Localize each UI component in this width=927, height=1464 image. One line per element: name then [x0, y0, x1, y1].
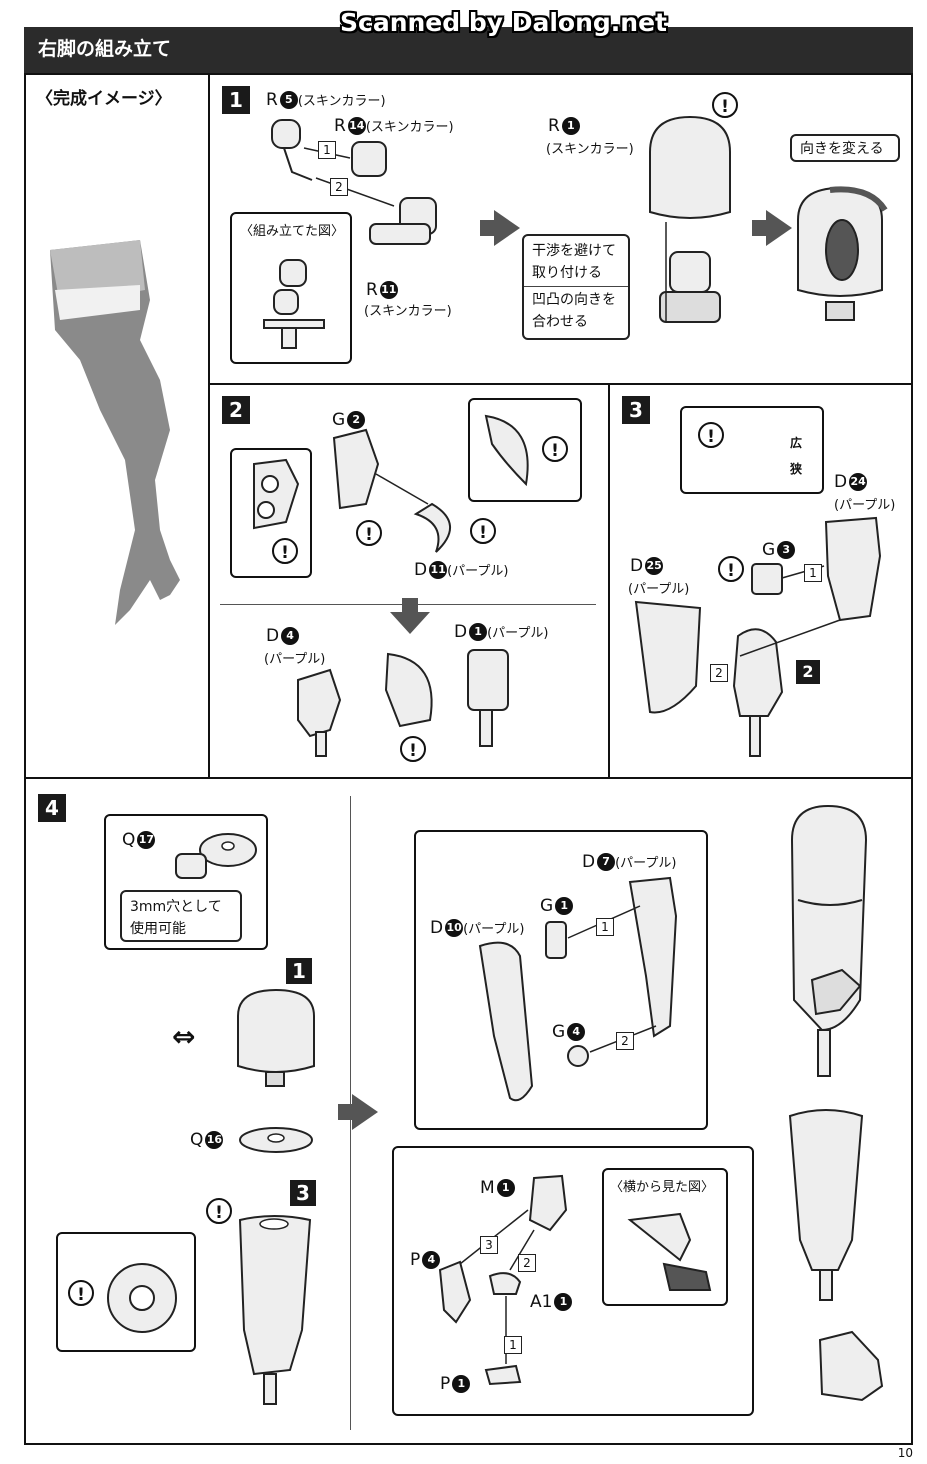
step1-substep-2: 2: [330, 178, 348, 196]
section-header-bar: [24, 27, 913, 75]
scanner-watermark: Scanned by Dalong.net: [340, 8, 668, 37]
step4-flow-arrow: [338, 1094, 378, 1130]
caution-icon: !: [272, 538, 298, 564]
step2-d4-color: (パープル): [264, 652, 326, 667]
page-number: 10: [897, 1446, 913, 1460]
caution-icon: !: [470, 518, 496, 544]
step1-number: 1: [222, 86, 250, 114]
step3-d25-color: (パープル): [628, 582, 690, 597]
step4-side-view-box: 〈横から見た図〉: [602, 1168, 728, 1306]
step4-substep-b1: 1: [504, 1336, 522, 1354]
step4-q16-washer-drawing: [239, 1127, 313, 1153]
step4-hole-detail-box: !: [56, 1232, 196, 1352]
step4-number: 4: [38, 794, 66, 822]
step2-parts-drawing: [253, 414, 529, 553]
caution-icon: !: [542, 436, 568, 462]
step1-r1-color: (スキンカラー): [546, 142, 634, 157]
step1-thigh-cap-drawing: [649, 115, 731, 323]
preview-label: 〈完成イメージ〉: [36, 89, 172, 109]
step1-substep-1: 1: [318, 141, 336, 159]
step3-wide-label: 広: [790, 436, 803, 450]
step1-note-box: 干渉を避けて 取り付ける 凹凸の向きを 合わせる: [522, 234, 630, 340]
caution-icon: !: [206, 1198, 232, 1224]
step1-rotate-label: 向きを変える: [800, 141, 884, 157]
step3-number: 3: [622, 396, 650, 424]
step4-substep-b3: 3: [480, 1236, 498, 1254]
step4-side-view-drawing: [627, 1212, 712, 1291]
step2-number: 2: [222, 396, 250, 424]
step4-hole-note: 3mm穴として 使用可能: [120, 890, 242, 942]
step1-rotated-cap-drawing: [797, 186, 888, 321]
step4-thigh-drawing: [237, 988, 315, 1087]
step4-hole-line1: 3mm穴として: [130, 899, 222, 915]
step2-flow-arrow: [390, 598, 430, 634]
step4-side-view-label: 〈横から見た図〉: [610, 1180, 715, 1195]
caution-icon: !: [400, 736, 426, 762]
caution-icon: !: [356, 520, 382, 546]
step2-knee-assembly-drawing: [297, 649, 509, 757]
step1-rotate-note: 向きを変える: [790, 134, 900, 162]
caution-icon: !: [712, 92, 738, 118]
step4-panel: [24, 777, 913, 1445]
step4-q17-washer-drawing: [175, 833, 257, 879]
step3-width-detail-box: ! 広 狭: [680, 406, 824, 494]
step1-assembled-drawing: [263, 259, 325, 349]
step3-d24-color: (パープル): [834, 498, 896, 513]
step1-r11-color: (スキンカラー): [364, 304, 452, 319]
step1-note2-line2: 合わせる: [532, 314, 588, 330]
step4-foot-parts-drawing: [438, 1174, 568, 1386]
step1-assembled-label: 〈組み立てた図〉: [240, 224, 345, 239]
caution-icon: !: [698, 422, 724, 448]
step4-hole-line2: 使用可能: [130, 921, 186, 937]
step1-note2-line1: 凹凸の向きを: [532, 292, 616, 308]
step4-shin-drawing: [238, 1215, 312, 1405]
step4-swap-arrow: ⇔: [172, 1020, 196, 1053]
step4-complete-leg-drawing: [788, 804, 884, 1402]
caution-icon: !: [68, 1280, 94, 1306]
step3-substep-2: 2: [710, 664, 728, 682]
step1-flow-arrow-2: [752, 210, 792, 246]
step4-ref-step1: 1: [286, 958, 312, 984]
step3-substep-1: 1: [804, 564, 822, 582]
step3-narrow-label: 狭: [790, 462, 803, 476]
step4-ref-step3: 3: [290, 1180, 316, 1206]
step1-note1-line1: 干渉を避けて: [532, 243, 616, 259]
step1-assembled-box: 〈組み立てた図〉: [230, 212, 352, 364]
step1-note1-line2: 取り付ける: [532, 265, 602, 281]
step4-substep-a2: 2: [616, 1032, 634, 1050]
step4-substep-a1: 1: [596, 918, 614, 936]
finished-leg-image: [50, 240, 180, 625]
step3-shin-parts-drawing: [634, 516, 882, 757]
section-title: 右脚の組み立て: [38, 38, 172, 60]
step1-joint-parts-drawing: [271, 119, 437, 245]
step1-flow-arrow-1: [480, 210, 520, 246]
step4-hole-detail-drawing: [107, 1263, 177, 1333]
step4-substep-b2: 2: [518, 1254, 536, 1272]
step4-shin-parts-drawing: [478, 876, 678, 1102]
caution-icon: !: [718, 556, 744, 582]
step3-ref-step2: 2: [796, 660, 820, 684]
